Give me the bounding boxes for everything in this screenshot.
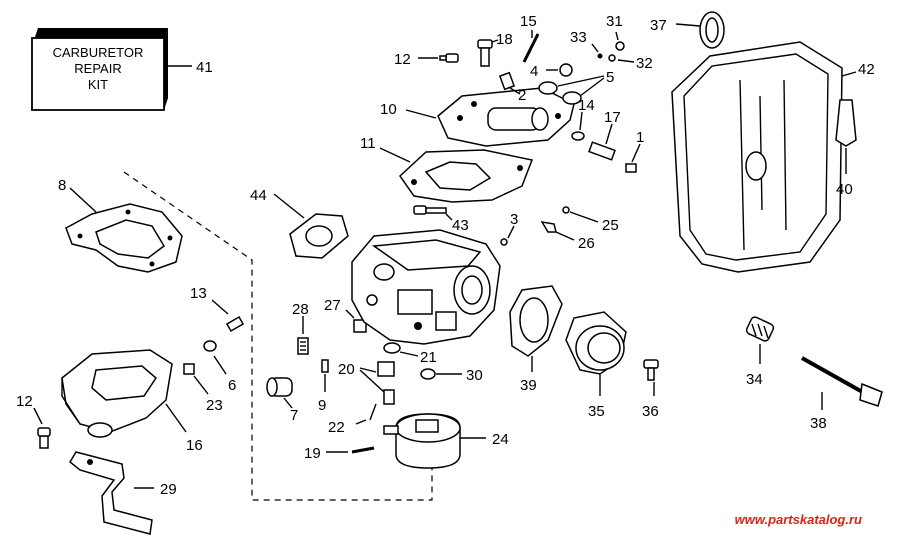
- callout-16: 16: [186, 437, 203, 454]
- part-32-seal: [608, 54, 635, 63]
- callout-21: 21: [420, 349, 437, 366]
- part-26-clip: [540, 220, 575, 241]
- part-7-plug: [266, 377, 293, 409]
- assembly-dashed-line: [123, 171, 433, 501]
- callout-19: 19: [304, 445, 321, 462]
- callout-2: 2: [518, 87, 526, 104]
- repair-kit-box: CARBURETOR REPAIR KIT 41: [31, 28, 213, 111]
- part-9-screw: [321, 359, 329, 392]
- callout-36: 36: [642, 403, 659, 420]
- part-21-washer: [383, 342, 419, 357]
- part-37-seal: [675, 11, 725, 49]
- callout-32: 32: [636, 55, 653, 72]
- callout-37: 37: [650, 17, 667, 34]
- callout-30: 30: [466, 367, 483, 384]
- callout-9: 9: [318, 397, 326, 414]
- part-33-ball: [591, 43, 603, 59]
- callout-28: 28: [292, 301, 309, 318]
- callout-40: 40: [836, 181, 853, 198]
- part-42-silencer: [671, 41, 857, 273]
- callout-24: 24: [492, 431, 509, 448]
- part-36-screw: [643, 359, 659, 396]
- part-1-plug: [625, 143, 641, 173]
- callout-33: 33: [570, 29, 587, 46]
- part-22-pin: [355, 403, 377, 425]
- callout-41: 41: [196, 59, 213, 76]
- part-11-gasket: [379, 147, 534, 203]
- callout-20: 20: [338, 361, 355, 378]
- part-38-needle: [801, 356, 883, 410]
- callout-17: 17: [604, 109, 621, 126]
- callout-22: 22: [328, 419, 345, 436]
- callout-7: 7: [290, 407, 298, 424]
- part-10-manifold: [405, 87, 575, 147]
- callout-14: 14: [578, 97, 595, 114]
- watermark-text[interactable]: www.partskatalog.ru: [735, 512, 862, 527]
- callout-3: 3: [510, 211, 518, 228]
- callout-43: 43: [452, 217, 469, 234]
- part-30-oring: [420, 368, 462, 380]
- part-2-spring: [498, 71, 521, 95]
- part-8-gasket: [65, 187, 183, 273]
- kit-label-line1: CARBURETOR: [53, 45, 144, 60]
- part-3-pin: [500, 225, 515, 246]
- callout-4: 4: [530, 63, 538, 80]
- callout-39: 39: [520, 377, 537, 394]
- part-31-screw: [615, 31, 625, 51]
- part-13-screw: [211, 299, 245, 332]
- callout-29: 29: [160, 481, 177, 498]
- callout-38: 38: [810, 415, 827, 432]
- callout-6: 6: [228, 377, 236, 394]
- callout-10: 10: [380, 101, 397, 118]
- part-44-gasket: [273, 193, 349, 259]
- part-34-spring: [745, 316, 775, 364]
- callout-18: 18: [496, 31, 513, 48]
- part-15-needle: [522, 30, 540, 63]
- carburetor-body: [351, 229, 501, 345]
- callout-8: 8: [58, 177, 66, 194]
- part-39-gasket: [509, 285, 563, 372]
- callout-13: 13: [190, 285, 207, 302]
- callout-35: 35: [588, 403, 605, 420]
- part-17-screw: [588, 123, 616, 161]
- callout-27: 27: [324, 297, 341, 314]
- callout-23: 23: [206, 397, 223, 414]
- part-20-jet-assembly: [359, 361, 395, 405]
- callout-12-left: 12: [16, 393, 33, 410]
- part-28-spring: [297, 316, 309, 355]
- part-19-pin: [326, 446, 375, 454]
- part-16-float-bowl: [61, 349, 187, 438]
- kit-label-line2: REPAIR: [74, 61, 121, 76]
- kit-label-line3: KIT: [88, 77, 108, 92]
- callout-31: 31: [606, 13, 623, 30]
- callout-11: 11: [360, 135, 376, 152]
- part-27-valve: [345, 309, 367, 333]
- callout-15: 15: [520, 13, 537, 30]
- part-18-screw: [477, 39, 499, 67]
- part-24-float: [383, 413, 486, 469]
- part-14-washer: [571, 111, 585, 141]
- part-12-screw-top: [418, 53, 459, 63]
- part-4-nut: [546, 63, 573, 77]
- callout-26: 26: [578, 235, 595, 252]
- part-35-adapter: [565, 311, 627, 396]
- part-6-washer: [203, 340, 227, 375]
- part-5-caps: [538, 75, 605, 105]
- part-43-screw: [413, 205, 453, 221]
- part-12-screw-left: [33, 407, 51, 449]
- callout-12-top: 12: [394, 51, 411, 68]
- callout-25: 25: [602, 217, 619, 234]
- part-29-bracket: [69, 451, 154, 535]
- callout-1: 1: [636, 129, 644, 146]
- part-25-screw: [562, 206, 599, 223]
- part-40-plug: [835, 99, 857, 174]
- callout-44: 44: [250, 187, 267, 204]
- callout-5: 5: [606, 69, 614, 86]
- callout-34: 34: [746, 371, 763, 388]
- part-23-plug: [183, 363, 209, 395]
- callout-42: 42: [858, 61, 875, 78]
